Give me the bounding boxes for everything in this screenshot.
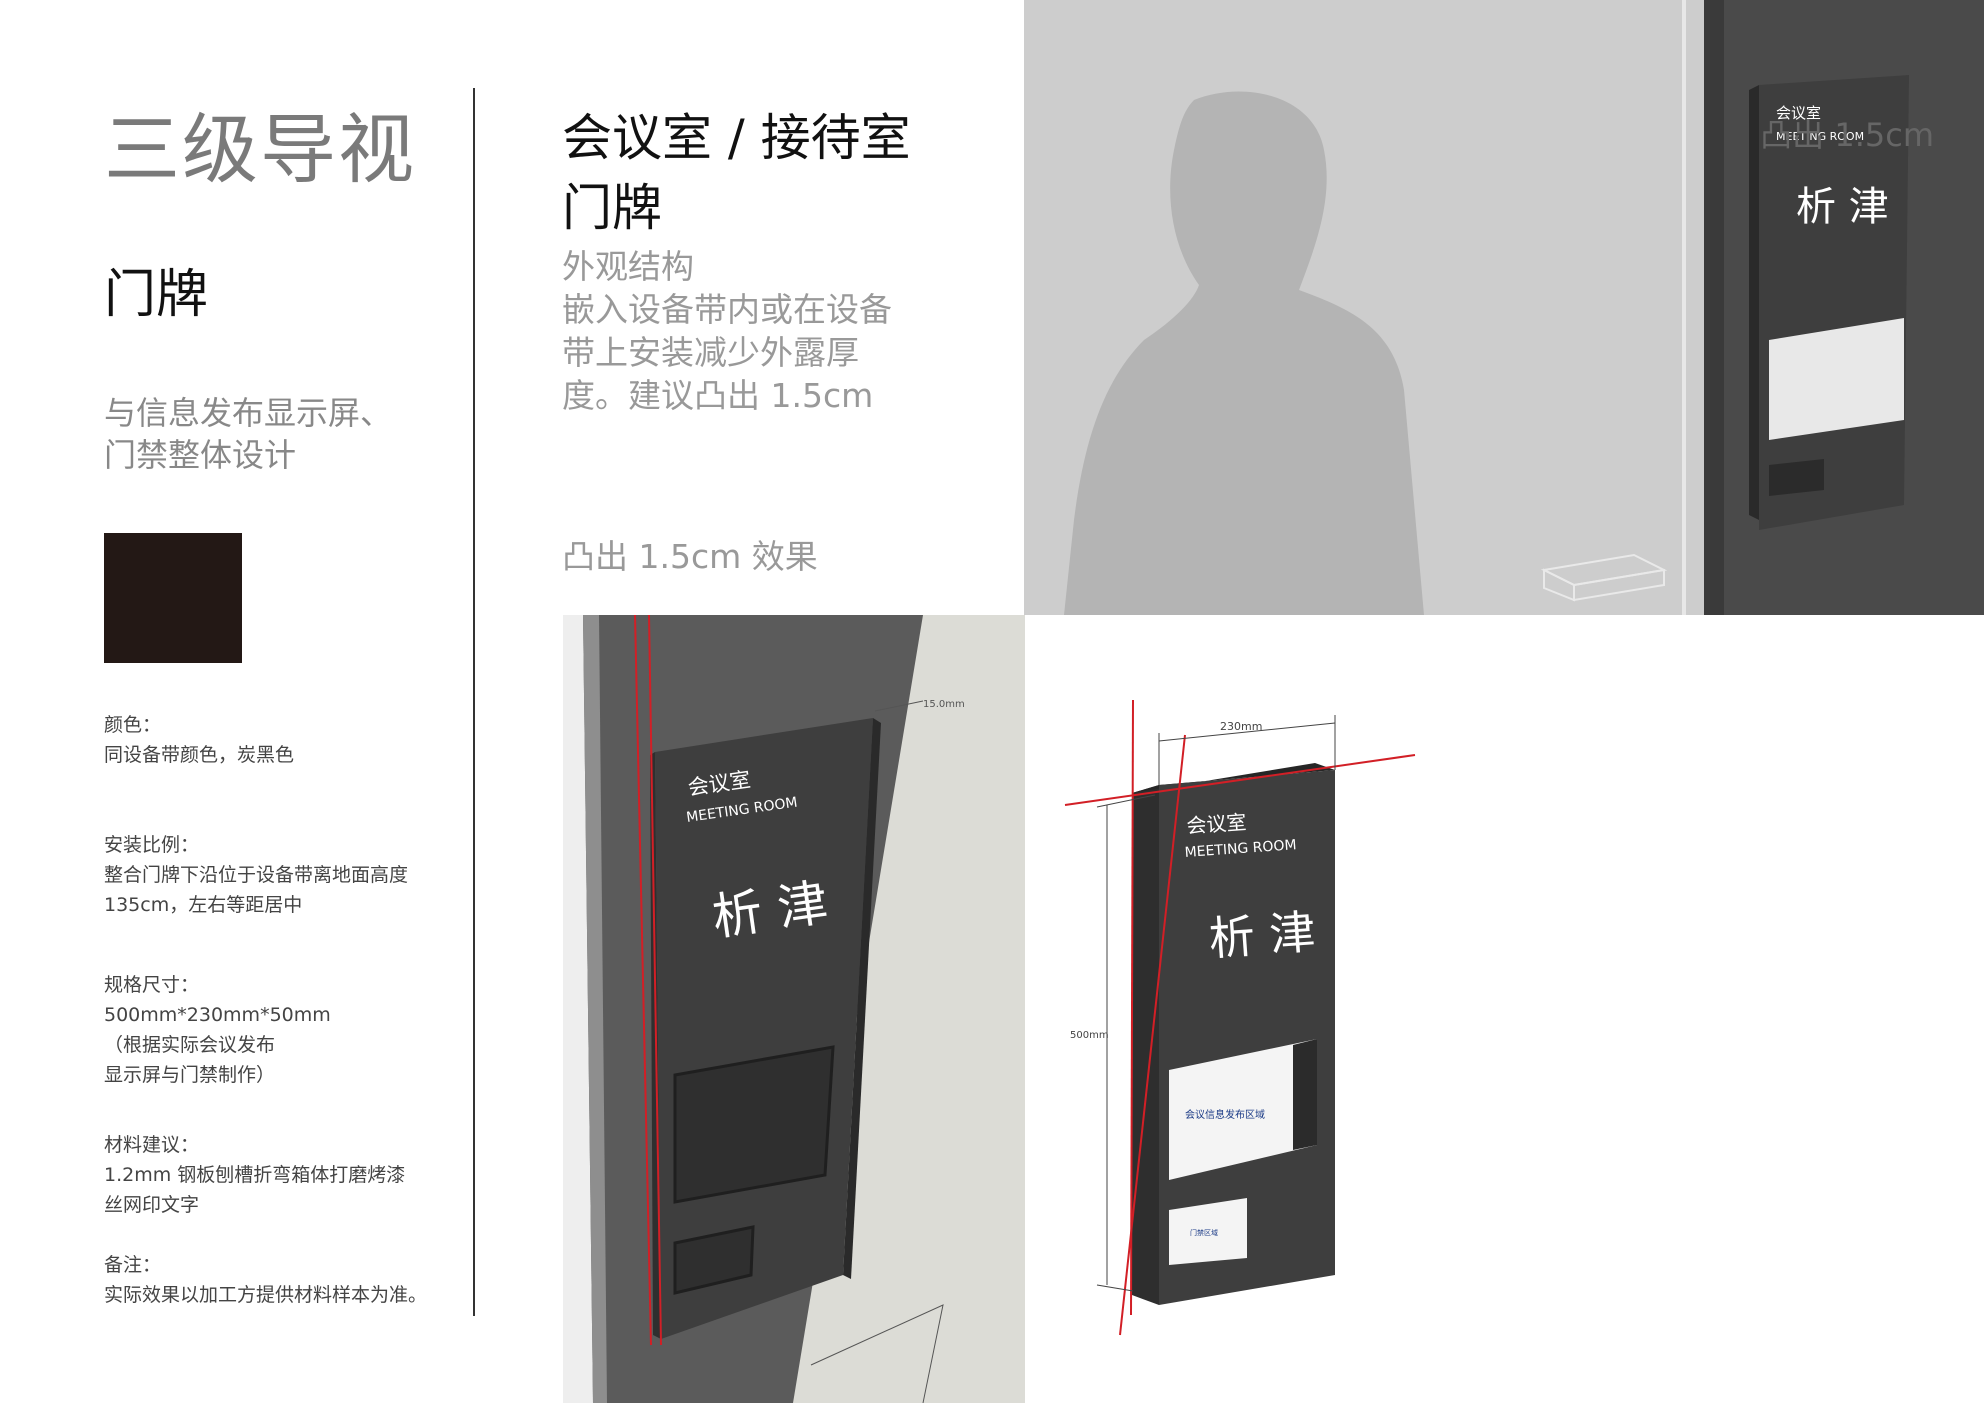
iso-screen-label: 会议信息发布区域 bbox=[1185, 1108, 1265, 1121]
section-description-line: 与信息发布显示屏、 bbox=[104, 394, 393, 432]
spec-label: 材料建议： bbox=[104, 1134, 200, 1156]
spec-value: 实际效果以加工方提供材料样本为准。 bbox=[104, 1284, 428, 1306]
reference-line-red bbox=[1064, 754, 1416, 806]
spec-note: 备注： 实际效果以加工方提供材料样本为准。 bbox=[104, 1250, 484, 1310]
sign-name-cn: 会议室 bbox=[1776, 104, 1821, 122]
appearance-line: 度。建议凸出 1.5cm bbox=[562, 376, 874, 415]
spec-value: （根据实际会议发布 bbox=[104, 1034, 276, 1056]
profile-sign-access-pad bbox=[673, 1225, 755, 1295]
reference-line-red bbox=[1119, 734, 1186, 1336]
iso-sign-name-en: MEETING ROOM bbox=[1184, 837, 1297, 861]
sign-access-pad bbox=[1769, 459, 1824, 496]
reference-line-red bbox=[648, 615, 662, 1346]
spec-value: 丝网印文字 bbox=[104, 1194, 200, 1216]
section-description-line: 门禁整体设计 bbox=[104, 436, 297, 474]
profile-sign-screen bbox=[673, 1045, 835, 1204]
spec-value: 同设备带颜色，炭黑色 bbox=[104, 744, 295, 766]
person-silhouette bbox=[1064, 91, 1424, 615]
iso-protrusion-label: 凸出 1.5cm bbox=[1760, 116, 1934, 154]
wall-render-panel: 会议室 MEETING ROOM 析 津 bbox=[1024, 0, 1984, 615]
appearance-line: 嵌入设备带内或在设备 bbox=[562, 290, 892, 329]
sign-room-name: 析 津 bbox=[1796, 184, 1889, 230]
iso-height-dimension: 500mm bbox=[1070, 1030, 1109, 1041]
profile-view-panel: 会议室 MEETING ROOM 析 津 15.0mm bbox=[563, 615, 1025, 1403]
reference-line-red bbox=[634, 615, 652, 1346]
section-title: 门牌 bbox=[104, 265, 209, 325]
spec-value: 1.2mm 钢板刨槽折弯箱体打磨烤漆 bbox=[104, 1164, 406, 1186]
spec-label: 备注： bbox=[104, 1254, 162, 1276]
reference-line-red bbox=[1130, 699, 1134, 1316]
spec-value: 500mm*230mm*50mm bbox=[104, 1004, 331, 1026]
spec-material: 材料建议： 1.2mm 钢板刨槽折弯箱体打磨烤漆 丝网印文字 bbox=[104, 1130, 484, 1220]
iso-sign-room-name: 析 津 bbox=[1207, 905, 1317, 966]
sign-screen bbox=[1769, 318, 1904, 440]
main-title: 三级导视 bbox=[104, 105, 416, 194]
spec-value: 135cm，左右等距居中 bbox=[104, 894, 303, 916]
color-swatch bbox=[104, 533, 242, 663]
profile-dimension-label: 15.0mm bbox=[923, 699, 965, 710]
appearance-line: 带上安装减少外露厚 bbox=[562, 333, 859, 372]
spec-label: 规格尺寸： bbox=[104, 974, 200, 996]
isometric-view: 会议室 MEETING ROOM 析 津 会议信息发布区域 门禁区域 230mm… bbox=[1064, 699, 1416, 1336]
protrusion-effect-label: 凸出 1.5cm 效果 bbox=[562, 537, 818, 576]
iso-sign-screen bbox=[1169, 1039, 1317, 1180]
sign-subtitle: 门牌 bbox=[562, 179, 662, 237]
appearance-description: 外观结构 嵌入设备带内或在设备 带上安装减少外露厚 度。建议凸出 1.5cm bbox=[562, 245, 922, 417]
sign-title: 会议室 / 接待室 bbox=[562, 109, 911, 167]
spec-value: 整合门牌下沿位于设备带离地面高度 bbox=[104, 864, 409, 886]
iso-access-label: 门禁区域 bbox=[1190, 1228, 1218, 1237]
spec-color: 颜色： 同设备带颜色，炭黑色 bbox=[104, 710, 484, 770]
spec-value: 显示屏与门禁制作） bbox=[104, 1064, 276, 1086]
wall-render: 会议室 MEETING ROOM 析 津 bbox=[1024, 0, 1984, 615]
sign-name-en: MEETING ROOM bbox=[1776, 130, 1864, 143]
spec-label: 颜色： bbox=[104, 714, 162, 736]
spec-label: 安装比例： bbox=[104, 834, 200, 856]
spec-size: 规格尺寸： 500mm*230mm*50mm （根据实际会议发布 显示屏与门禁制… bbox=[104, 970, 484, 1090]
column-divider bbox=[473, 88, 475, 1316]
spec-install: 安装比例： 整合门牌下沿位于设备带离地面高度 135cm，左右等距居中 bbox=[104, 830, 484, 920]
appearance-line: 外观结构 bbox=[562, 247, 694, 286]
iso-sign-name-cn: 会议室 bbox=[1186, 810, 1248, 838]
section-description: 与信息发布显示屏、 门禁整体设计 bbox=[104, 392, 434, 476]
isometric-view-panel: 会议室 MEETING ROOM 析 津 会议信息发布区域 门禁区域 230mm… bbox=[1025, 615, 1984, 1403]
profile-view: 会议室 MEETING ROOM 析 津 15.0mm bbox=[563, 615, 1025, 1403]
iso-width-dimension: 230mm bbox=[1220, 720, 1262, 733]
iso-sign-access-pad bbox=[1169, 1198, 1247, 1265]
